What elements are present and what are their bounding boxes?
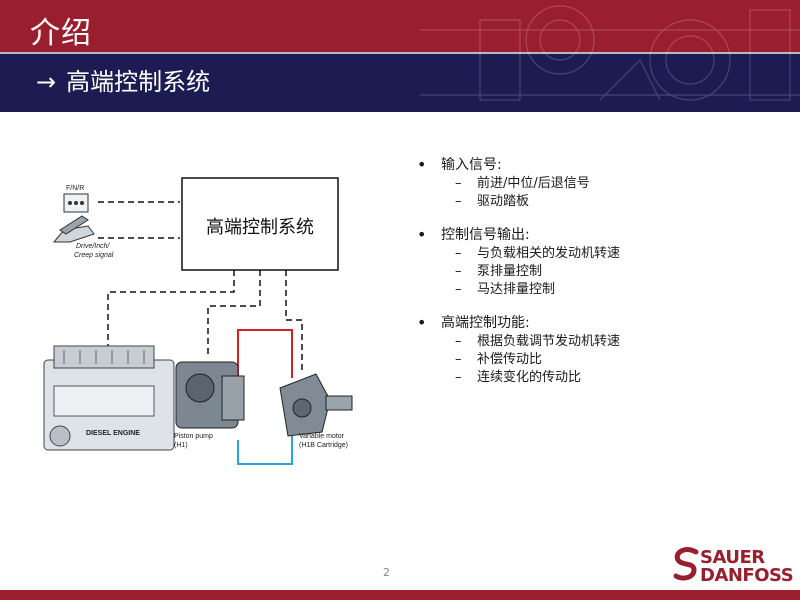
pedal-label-line2: Creep signal xyxy=(74,252,114,259)
machine-drawing-watermark xyxy=(420,5,800,101)
list-item: 驱动踏板 xyxy=(415,193,785,211)
section-subtitle: → 高端控制系统 xyxy=(36,62,210,97)
list-item: 连续变化的传动比 xyxy=(415,369,785,387)
list-item: 补偿传动比 xyxy=(415,351,785,369)
piston-pump-icon xyxy=(175,361,245,429)
bullet-output-signals: 控制信号输出: xyxy=(415,225,785,245)
control-box-label: 高端控制系统 xyxy=(206,217,314,238)
sauer-danfoss-logo-icon xyxy=(673,547,699,581)
fnr-label: F/N/R xyxy=(66,185,85,192)
logo-text-sauer: SAUER xyxy=(700,547,765,568)
list-item: 与负载相关的发动机转速 xyxy=(415,245,785,263)
variable-motor-icon xyxy=(279,373,353,437)
page-number: 2 xyxy=(383,566,390,579)
header-band-navy xyxy=(0,54,800,112)
bullet-input-signals: 输入信号: xyxy=(415,155,785,175)
engine-label: DIESEL ENGINE xyxy=(86,430,140,437)
pump-label-line2: (H1) xyxy=(174,442,188,449)
diesel-engine-icon xyxy=(43,345,175,451)
motor-label-line2: (H1B Cartridge) xyxy=(299,442,349,449)
pedal-icon xyxy=(52,215,95,243)
bullet-list: 输入信号: 前进/中位/后退信号 驱动踏板 控制信号输出: 与负载相关的发动机转… xyxy=(415,155,785,401)
list-item: 前进/中位/后退信号 xyxy=(415,175,785,193)
system-diagram xyxy=(43,177,353,465)
page-title: 介绍 xyxy=(30,16,92,51)
pump-label-line1: Piston pump xyxy=(174,433,213,440)
arrow-right-icon: → xyxy=(36,68,57,96)
pedal-label-line1: Drive/Inch/ xyxy=(76,243,110,250)
footer-band xyxy=(0,590,800,600)
list-item: 泵排量控制 xyxy=(415,263,785,281)
logo-text-danfoss: DANFOSS xyxy=(700,565,794,586)
return-line xyxy=(237,434,293,465)
list-item: 根据负载调节发动机转速 xyxy=(415,333,785,351)
bullet-control-functions: 高端控制功能: xyxy=(415,313,785,333)
list-item: 马达排量控制 xyxy=(415,281,785,299)
pressure-line xyxy=(237,329,293,386)
header-band-red xyxy=(0,0,800,54)
section-subtitle-text: 高端控制系统 xyxy=(66,68,211,96)
motor-label-line1: Variable motor xyxy=(299,433,345,440)
